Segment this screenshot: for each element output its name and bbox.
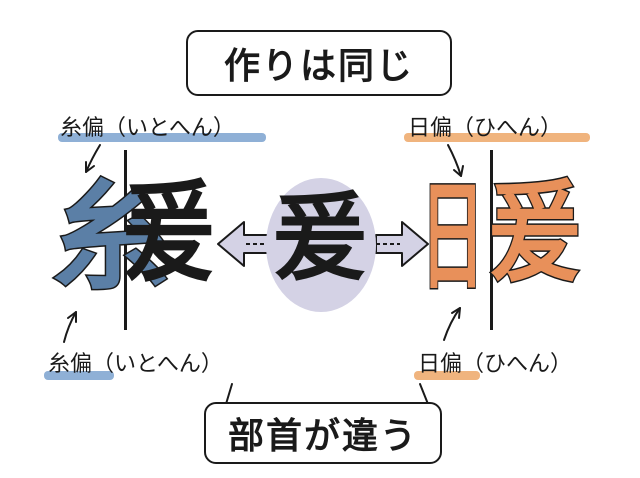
- right-direction-arrow: [375, 221, 429, 267]
- left-divider-line: [124, 150, 127, 330]
- right-bottom-label-highlight: [414, 371, 480, 380]
- top-speech-bubble: 作りは同じ: [186, 30, 452, 96]
- center-circle: [266, 178, 376, 312]
- left-bottom-pointer-arrow: [63, 311, 77, 343]
- right-body-char: 爰: [487, 169, 583, 297]
- bottom-bubble-tail-right: [419, 383, 429, 405]
- left-bottom-label: 糸偏（いとへん）: [48, 352, 223, 377]
- center-char: 爰: [272, 182, 368, 294]
- right-top-pointer-arrow: [447, 144, 464, 177]
- left-direction-arrow: [217, 221, 271, 267]
- right-top-label-highlight: [404, 133, 590, 142]
- right-bottom-pointer-arrow: [443, 307, 461, 341]
- right-bottom-label: 日偏（ひへん）: [418, 352, 573, 377]
- left-radical-char: 糸: [50, 168, 171, 306]
- right-top-label: 日偏（ひへん）: [408, 116, 563, 141]
- right-radical-char: 日: [419, 168, 486, 306]
- left-body-char: 爰: [122, 169, 216, 297]
- bottom-speech-bubble: 部首が違う: [204, 402, 442, 464]
- left-top-pointer-arrow: [85, 144, 101, 173]
- bottom-bubble-tail-left: [225, 383, 233, 405]
- left-bottom-label-highlight: [44, 371, 114, 380]
- top-bubble-text: 作りは同じ: [223, 46, 414, 87]
- right-divider-line: [490, 150, 493, 330]
- left-top-label-highlight: [58, 133, 266, 142]
- left-top-label: 糸偏（いとへん）: [60, 116, 235, 141]
- bottom-bubble-text: 部首が違う: [227, 416, 418, 457]
